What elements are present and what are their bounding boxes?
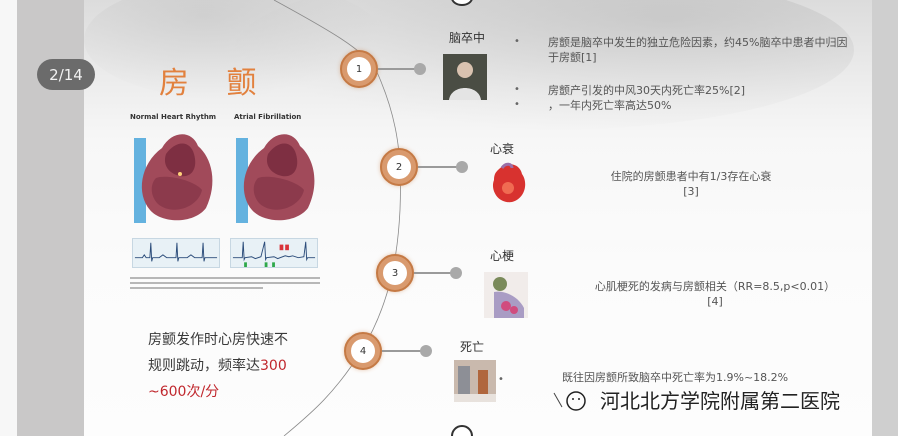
connector-dot-3 xyxy=(450,267,462,279)
connector-4 xyxy=(382,350,422,352)
chest-pain-illustration xyxy=(484,272,528,318)
page-indicator: 2/14 xyxy=(37,59,95,90)
timeline-node-2: 2 xyxy=(380,148,418,186)
myocardial-infarction-text: 心肌梗死的发病与房颤相关（RR=8.5,p<0.01） [4] xyxy=(594,280,836,308)
frequency-high: ~600次/分 xyxy=(148,384,220,400)
connector-1 xyxy=(378,68,418,70)
connector-2 xyxy=(418,166,458,168)
description-line-1: 房颤发作时心房快速不 xyxy=(148,332,288,348)
timeline-node-3: 3 xyxy=(376,254,414,292)
afib-heart-image xyxy=(236,134,315,223)
myocardial-infarction-title: 心梗 xyxy=(490,249,515,263)
connector-dot-1 xyxy=(414,63,426,75)
watermark: 河北北方学院附属第二医院 xyxy=(552,385,840,414)
normal-ecg-strip xyxy=(132,238,220,268)
heart-failure-text: 住院的房颤患者中有1/3存在心衰 [3] xyxy=(610,170,772,198)
slide-content: 房 颤 Normal Heart Rhythm Atrial Fibrillat… xyxy=(84,0,872,436)
hospital-photo xyxy=(454,360,496,402)
ink-wash-background xyxy=(234,0,854,130)
description-line-2: 规则跳动，频率达 xyxy=(148,358,260,374)
stroke-patient-photo xyxy=(443,54,487,100)
stroke-text-3: ，一年内死亡率高达50% xyxy=(548,99,672,112)
connector-3 xyxy=(414,272,454,274)
bullet-dot: • xyxy=(498,374,504,385)
figure-caption xyxy=(130,277,320,292)
timeline-node-4: 4 xyxy=(344,332,382,370)
afib-description: 房颤发作时心房快速不 规则跳动，频率达300 ~600次/分 xyxy=(148,327,328,405)
bullet-dot: • xyxy=(514,84,520,95)
frequency-low: 300 xyxy=(260,358,287,374)
left-margin xyxy=(0,0,17,436)
death-text: 既往因房颤所致脑卒中死亡率为1.9%~18.2% xyxy=(562,371,789,384)
normal-rhythm-label: Normal Heart Rhythm xyxy=(130,113,217,121)
normal-heart-image xyxy=(134,134,213,223)
afib-ecg-strip xyxy=(230,238,318,268)
heart-failure-title: 心衰 xyxy=(490,142,515,156)
connector-dot-4 xyxy=(420,345,432,357)
bullet-dot: • xyxy=(514,36,520,47)
stroke-text-1: 房颤是脑卒中发生的独立危险因素，约45%脑卒中患者中归因于房颤[1] xyxy=(548,36,848,64)
ink-wash-background-left xyxy=(84,0,384,100)
bottom-circle-decoration xyxy=(451,425,473,436)
connector-dot-2 xyxy=(456,161,468,173)
slide-title: 房 颤 xyxy=(159,66,271,101)
stroke-text-2: 房颤产引发的中风30天内死亡率25%[2] xyxy=(548,84,746,97)
next-slide-area[interactable] xyxy=(872,0,898,436)
heart-illustration xyxy=(492,162,526,203)
death-title: 死亡 xyxy=(460,340,485,354)
wechat-logo-icon xyxy=(553,390,586,411)
timeline-node-1: 1 xyxy=(340,50,378,88)
bullet-dot: • xyxy=(514,99,520,110)
stroke-title: 脑卒中 xyxy=(449,31,486,45)
watermark-text: 河北北方学院附属第二医院 xyxy=(600,389,840,413)
afib-label: Atrial Fibrillation xyxy=(234,113,302,121)
